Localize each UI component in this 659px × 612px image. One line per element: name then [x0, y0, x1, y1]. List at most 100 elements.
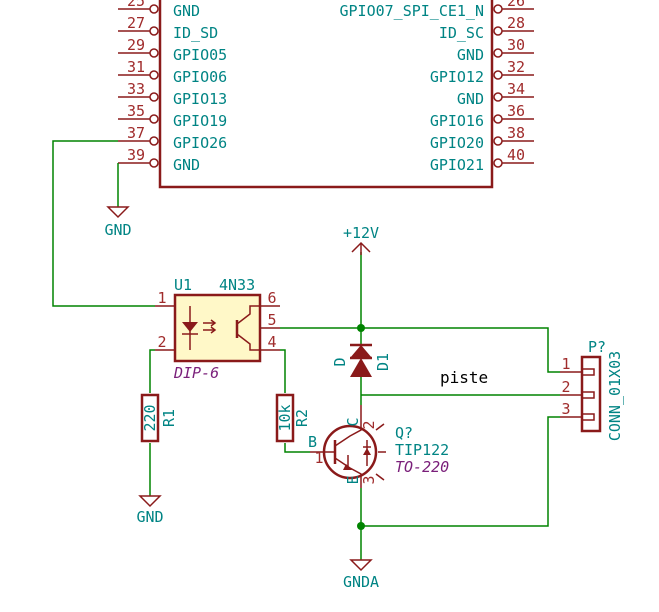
- pin-name: GPIO05: [173, 46, 227, 64]
- q-ref: Q?: [395, 424, 413, 442]
- pin-name: GPIO19: [173, 112, 227, 130]
- pin-name: ID_SC: [439, 24, 484, 42]
- pin-name: GND: [173, 156, 200, 174]
- pin-number: 35: [127, 102, 145, 120]
- header-right-pin: 32 GPIO12: [430, 58, 534, 86]
- header-left-pin: 33 GPIO13: [118, 80, 227, 108]
- header-left-pins: 25 GND 27 ID_SD 29 GPIO05 31 GPIO06 33 G…: [118, 0, 227, 174]
- pin-name: ID_SD: [173, 24, 218, 42]
- pin-name: GPIO20: [430, 134, 484, 152]
- u1-footprint: DIP-6: [173, 364, 219, 382]
- u1-pin6-num: 6: [267, 289, 276, 307]
- header-right-pin: 34 GND: [457, 80, 534, 108]
- pin-name: GND: [457, 90, 484, 108]
- q-pin1-num: 1: [314, 449, 323, 467]
- d1-diode: D D1: [331, 343, 392, 377]
- wires: [52, 140, 560, 560]
- header-right-pin: 30 GND: [457, 36, 534, 64]
- d1-value: D: [331, 357, 349, 366]
- header-left-pin: 25 GND: [118, 0, 200, 20]
- header-left-pin: 39 GND: [118, 146, 200, 174]
- pin-number: 30: [507, 36, 525, 54]
- u1-pin2-num: 2: [157, 333, 166, 351]
- pin-name: GPIO26: [173, 134, 227, 152]
- header-left-pin: 27 ID_SD: [118, 14, 218, 42]
- connector-p: 1 2 3 P? CONN_01X03: [560, 338, 624, 441]
- u1-ref: U1: [174, 276, 192, 294]
- r2-resistor: 10k R2: [275, 393, 311, 443]
- pin-number: 39: [127, 146, 145, 164]
- gnd-label: GND: [136, 508, 163, 526]
- pin-number: 36: [507, 102, 525, 120]
- vcc-symbol: +12V: [343, 224, 379, 255]
- header-left-pin: 35 GPIO19: [118, 102, 227, 130]
- pin-number: 28: [507, 14, 525, 32]
- diode-icon: [350, 345, 372, 358]
- header-right-pin: 40 GPIO21: [430, 146, 534, 174]
- header-left-pin: 29 GPIO05: [118, 36, 227, 64]
- pin-number: 29: [127, 36, 145, 54]
- u1-value: 4N33: [219, 276, 255, 294]
- r2-ref: R2: [293, 409, 311, 427]
- pin-name: GND: [457, 46, 484, 64]
- header-right-pin: 28 ID_SC: [439, 14, 534, 42]
- gnd-label: GND: [104, 221, 131, 239]
- r1-body: [140, 393, 160, 443]
- u1-pin4-num: 4: [267, 333, 276, 351]
- q-pin3-num: 3: [360, 475, 378, 484]
- pin-name: GPIO06: [173, 68, 227, 86]
- q-footprint: TO-220: [395, 458, 449, 476]
- led-icon: [182, 322, 198, 332]
- pin-name: GPIO12: [430, 68, 484, 86]
- u1-optocoupler: 1 2 6 5 4 U1 4N33 DIP-6: [155, 276, 280, 382]
- q-transistor: 1 B 2 C 3 E Q? TIP122 TO-220: [308, 405, 449, 488]
- junction-dot: [357, 522, 365, 530]
- header-right-pin: 26 GPIO07_SPI_CE1_N: [340, 0, 534, 20]
- pin-number: 38: [507, 124, 525, 142]
- q-pin-c-letter: C: [344, 417, 362, 426]
- connector-pin-num: 3: [561, 400, 570, 418]
- wire-r2-base: [284, 443, 310, 453]
- pin-name: GPIO07_SPI_CE1_N: [340, 2, 485, 20]
- pin-name: GPIO16: [430, 112, 484, 130]
- pin-number: 25: [127, 0, 145, 10]
- pin-number: 33: [127, 80, 145, 98]
- header-left-pin: 37 GPIO26: [118, 124, 227, 152]
- vcc-label: +12V: [343, 224, 379, 242]
- pin-name: GND: [173, 2, 200, 20]
- pin-name: GPIO13: [173, 90, 227, 108]
- q-pin-b-letter: B: [308, 433, 317, 451]
- header-right-pins: 26 GPIO07_SPI_CE1_N 28 ID_SC 30 GND 32 G…: [340, 0, 534, 174]
- u1-pin1-num: 1: [157, 289, 166, 307]
- pin-number: 40: [507, 146, 525, 164]
- pin-number: 37: [127, 124, 145, 142]
- wire-gpio26-u1: [52, 140, 155, 307]
- pin-number: 27: [127, 14, 145, 32]
- q-value: TIP122: [395, 441, 449, 459]
- pin-name: GPIO21: [430, 156, 484, 174]
- r1-ref: R1: [160, 409, 178, 427]
- gnda-symbol: GNDA: [343, 559, 379, 591]
- connector-value: CONN_01X03: [606, 351, 624, 441]
- connector-ref: P?: [588, 338, 606, 356]
- pin-number: 26: [507, 0, 525, 10]
- wire-u1-r1: [149, 349, 155, 393]
- header-right-pin: 36 GPIO16: [430, 102, 534, 130]
- gnd-symbol-r1: GND: [136, 495, 164, 526]
- header-right-pin: 38 GPIO20: [430, 124, 534, 152]
- q-pin2-num: 2: [360, 420, 378, 429]
- connector-pin-num: 1: [561, 355, 570, 373]
- pin-number: 34: [507, 80, 525, 98]
- net-label-piste: piste: [440, 368, 488, 387]
- header-left-pin: 31 GPIO06: [118, 58, 227, 86]
- d1-ref: D1: [374, 353, 392, 371]
- q-pin-e-letter: E: [344, 475, 362, 484]
- u1-pin5-num: 5: [267, 311, 276, 329]
- gnd-symbol-header: GND: [104, 206, 132, 239]
- r2-body: [275, 393, 295, 443]
- r1-value: 220: [141, 404, 159, 431]
- connector-pin-num: 2: [561, 378, 570, 396]
- wire-vcc-conn1: [280, 327, 560, 373]
